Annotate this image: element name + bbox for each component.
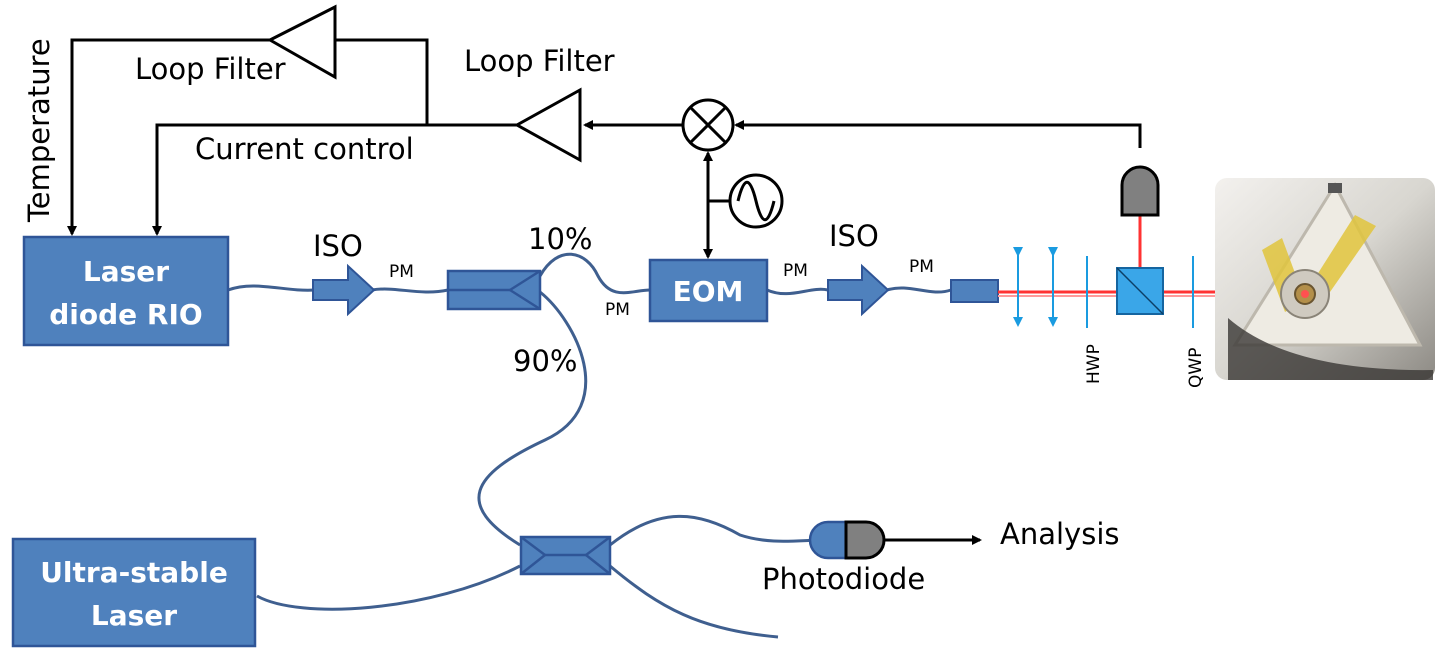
- laser-diode-rio-box: Laser diode RIO: [22, 235, 230, 347]
- fiber-90-percent: [477, 290, 588, 547]
- split-90-label: 90%: [513, 344, 577, 378]
- loop-filter-1-input-wire: [335, 38, 429, 125]
- analysis-label: Analysis: [1000, 517, 1119, 551]
- cavity-photodiode-icon: [1120, 165, 1160, 217]
- fiber-collimator: [950, 279, 999, 303]
- fiber-paths: [227, 252, 952, 639]
- polarizing-beam-splitter-icon: [1116, 267, 1164, 315]
- beat-photodiode-icon: [808, 520, 886, 560]
- fiber-to-photodiode: [609, 514, 824, 547]
- current-control-label: Current control: [195, 132, 414, 166]
- feedback-wiring: [67, 38, 1142, 259]
- eom-label: EOM: [673, 275, 744, 308]
- split-10-label: 10%: [528, 222, 592, 256]
- isolator-1-label: ISO: [313, 229, 363, 263]
- pm-label-4: PM: [909, 257, 934, 277]
- pm-label-3: PM: [783, 261, 808, 281]
- optical-cavity-photo: [1215, 178, 1435, 380]
- current-control-wire: [152, 123, 517, 236]
- fiber-laser-to-iso: [227, 284, 316, 292]
- temperature-control-wire: [67, 38, 272, 236]
- ultra-stable-label-line1: Ultra-stable: [40, 556, 228, 589]
- hwp-label: HWP: [1084, 344, 1104, 384]
- laser-diode-label-line2: diode RIO: [49, 298, 202, 331]
- error-signal-wire: [734, 120, 1142, 148]
- fiber-coupler-1: [446, 269, 542, 311]
- isolator-1-arrow-icon: [312, 263, 376, 317]
- qwp-label: QWP: [1186, 348, 1206, 388]
- ultra-stable-label-line2: Laser: [91, 599, 177, 632]
- pm-label-2: PM: [605, 300, 630, 320]
- oscillator-icon: [728, 173, 784, 229]
- fiber-10-percent: [538, 252, 651, 295]
- ultra-stable-laser-box: Ultra-stable Laser: [11, 537, 257, 648]
- fiber-iso-to-collimator: [886, 286, 952, 294]
- fiber-iso-to-coupler: [371, 287, 449, 294]
- fiber-ultra-stable: [256, 564, 521, 611]
- isolator-2-label: ISO: [829, 219, 879, 253]
- loop-filter-1-label: Loop Filter: [135, 52, 286, 86]
- eom-box: EOM: [648, 258, 769, 323]
- mixer-icon: [681, 98, 735, 152]
- temperature-label: Temperature: [22, 38, 56, 223]
- pm-label-1: PM: [389, 262, 414, 282]
- laser-diode-label-line1: Laser: [83, 255, 169, 288]
- isolator-2-arrow-icon: [827, 263, 890, 317]
- loop-filter-2-amplifier-icon: [513, 87, 582, 163]
- photodiode-label: Photodiode: [762, 562, 925, 596]
- loop-filter-2-label: Loop Filter: [464, 44, 615, 78]
- fiber-coupler-2: [519, 535, 612, 576]
- loop-filter-1-amplifier-icon: [266, 4, 337, 80]
- fiber-unused-port: [609, 564, 779, 639]
- fiber-eom-to-iso: [766, 287, 829, 296]
